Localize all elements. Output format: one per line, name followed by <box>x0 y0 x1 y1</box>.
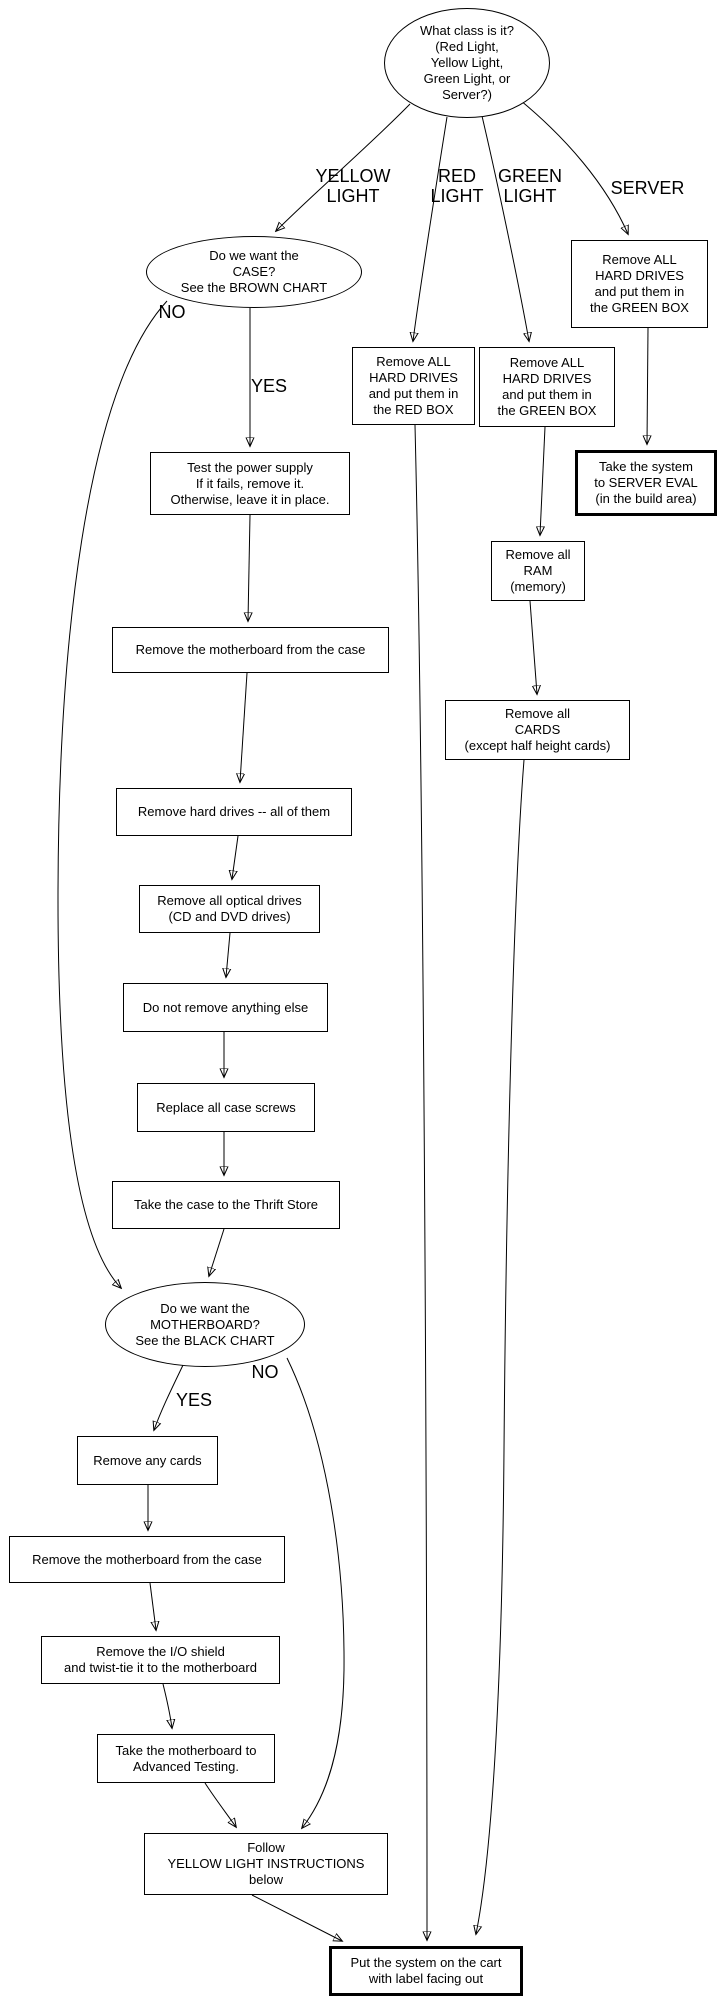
node-want-motherboard-question: Do we want the MOTHERBOARD? See the BLAC… <box>105 1282 305 1367</box>
node-what-class-question: What class is it? (Red Light, Yellow Lig… <box>384 8 550 118</box>
node-remove-ram: Remove all RAM (memory) <box>491 541 585 601</box>
edge-start-to-red-hard-drives <box>413 116 448 341</box>
edge-case-no-to-motherboard-question <box>57 300 168 1288</box>
node-replace-case-screws: Replace all case screws <box>137 1083 315 1132</box>
edge-ram-to-remove-cards <box>529 600 537 694</box>
node-remove-hard-drives-green-box: Remove ALL HARD DRIVES and put them in t… <box>479 347 615 427</box>
node-remove-io-shield: Remove the I/O shield and twist-tie it t… <box>41 1636 280 1684</box>
node-remove-motherboard-from-case: Remove the motherboard from the case <box>112 627 389 673</box>
edge-motherboard-no-to-follow-yellow <box>286 1357 345 1828</box>
edge-server-hard-drives-to-server-eval <box>647 327 648 444</box>
node-test-power-supply: Test the power supply If it fails, remov… <box>150 452 350 515</box>
edge-remove-motherboard-to-hard-drives <box>240 672 248 782</box>
node-follow-yellow-light-instructions: Follow YELLOW LIGHT INSTRUCTIONS below <box>144 1833 388 1895</box>
edge-label-yellow-light: YELLOW LIGHT <box>315 166 391 206</box>
node-remove-hard-drives-red-box: Remove ALL HARD DRIVES and put them in t… <box>352 347 475 425</box>
edge-label-case-no: NO <box>158 302 186 322</box>
edge-label-motherboard-no: NO <box>251 1362 279 1382</box>
edge-advanced-testing-to-follow-yellow <box>204 1782 236 1827</box>
node-take-case-to-thrift-store: Take the case to the Thrift Store <box>112 1181 340 1229</box>
edge-thrift-to-motherboard-question <box>209 1228 225 1276</box>
node-remove-any-cards: Remove any cards <box>77 1436 218 1485</box>
edge-io-shield-to-advanced-testing <box>162 1683 172 1728</box>
node-advanced-testing: Take the motherboard to Advanced Testing… <box>97 1734 275 1783</box>
edge-start-to-green-hard-drives <box>481 115 529 341</box>
edge-follow-yellow-to-cart <box>251 1894 342 1941</box>
node-want-case-question: Do we want the CASE? See the BROWN CHART <box>146 236 362 308</box>
edge-start-to-server-hard-drives <box>519 99 628 234</box>
edge-hard-drives-to-optical <box>232 835 239 879</box>
edge-red-hard-drives-to-cart <box>414 424 427 1940</box>
edge-test-power-supply-to-remove-motherboard <box>248 514 250 621</box>
edge-motherboard-yes-to-any-cards <box>154 1362 185 1430</box>
node-remove-hard-drives-all: Remove hard drives -- all of them <box>116 788 352 836</box>
edge-optical-to-do-not-remove <box>226 932 230 977</box>
edge-start-to-case-question <box>276 103 411 231</box>
node-remove-motherboard-from-case-2: Remove the motherboard from the case <box>9 1536 285 1583</box>
edge-green-hard-drives-to-ram <box>540 426 546 535</box>
edge-label-server: SERVER <box>610 178 685 198</box>
node-do-not-remove-anything-else: Do not remove anything else <box>123 983 328 1032</box>
node-remove-optical-drives: Remove all optical drives (CD and DVD dr… <box>139 885 320 933</box>
edge-label-red-light: RED LIGHT <box>430 166 484 206</box>
node-remove-cards: Remove all CARDS (except half height car… <box>445 700 630 760</box>
node-server-remove-hard-drives-green-box: Remove ALL HARD DRIVES and put them in t… <box>571 240 708 328</box>
edge-label-case-yes: YES <box>250 376 288 396</box>
edge-motherboard2-to-io-shield <box>149 1582 156 1630</box>
node-server-eval: Take the system to SERVER EVAL (in the b… <box>575 450 717 516</box>
edge-remove-cards-to-cart <box>476 759 525 1934</box>
edge-label-green-light: GREEN LIGHT <box>497 166 562 206</box>
node-put-system-on-cart: Put the system on the cart with label fa… <box>329 1946 523 1996</box>
edge-label-motherboard-yes: YES <box>175 1390 213 1410</box>
